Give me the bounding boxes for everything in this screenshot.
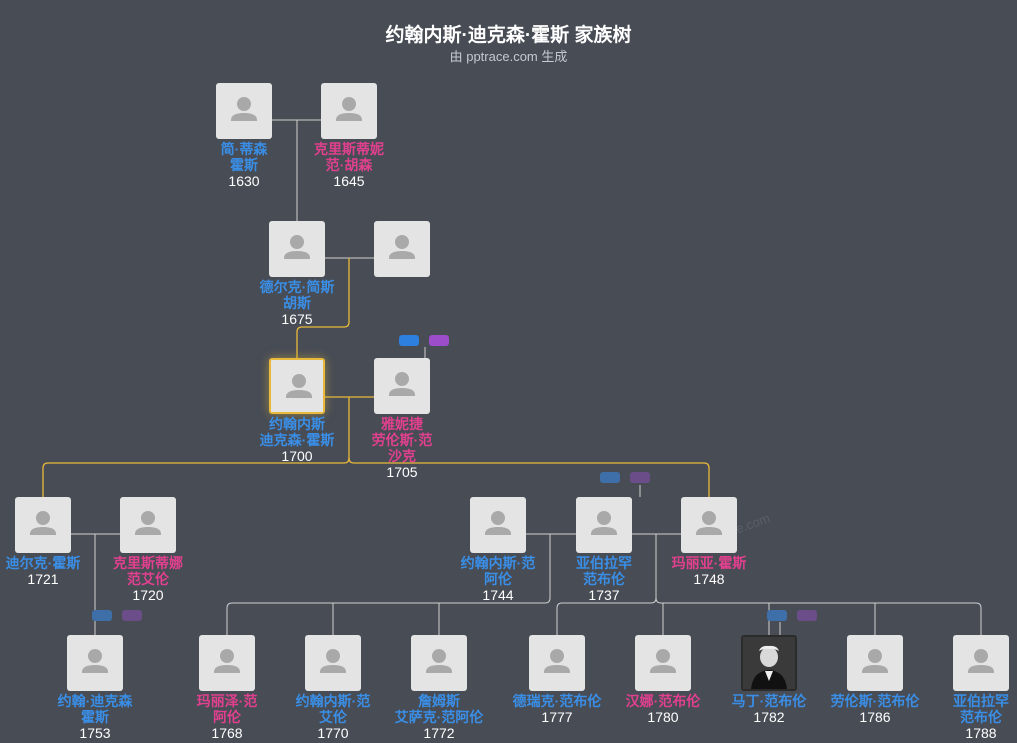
page-subtitle: 由 pptrace.com 生成 bbox=[449, 49, 568, 64]
person-silhouette-icon bbox=[374, 221, 430, 277]
birth-year: 1630 bbox=[228, 173, 260, 189]
birth-year: 1645 bbox=[333, 173, 365, 189]
person-silhouette-icon bbox=[15, 497, 71, 553]
birth-year: 1753 bbox=[79, 725, 111, 741]
expand-toggle-icon[interactable] bbox=[767, 610, 787, 621]
person-silhouette-icon bbox=[635, 635, 691, 691]
birth-year: 1780 bbox=[647, 709, 679, 725]
portrait-photo bbox=[741, 635, 797, 691]
expand-toggle-icon[interactable] bbox=[630, 472, 650, 483]
birth-year: 1705 bbox=[386, 464, 418, 480]
person-silhouette-icon bbox=[67, 635, 123, 691]
person-silhouette-icon bbox=[216, 83, 272, 139]
expand-toggle-icon[interactable] bbox=[429, 335, 449, 346]
birth-year: 1782 bbox=[753, 709, 785, 725]
birth-year: 1788 bbox=[965, 725, 997, 741]
person-silhouette-icon bbox=[470, 497, 526, 553]
person-silhouette-icon bbox=[576, 497, 632, 553]
birth-year: 1777 bbox=[541, 709, 573, 725]
birth-year: 1748 bbox=[693, 571, 725, 587]
page-title: 约翰内斯·迪克森·霍斯 家族树 bbox=[385, 25, 632, 46]
birth-year: 1700 bbox=[281, 448, 313, 464]
birth-year: 1721 bbox=[27, 571, 59, 587]
expand-toggle-icon[interactable] bbox=[92, 610, 112, 621]
birth-year: 1770 bbox=[317, 725, 349, 741]
person-silhouette-icon bbox=[120, 497, 176, 553]
birth-year: 1786 bbox=[859, 709, 891, 725]
birth-year: 1772 bbox=[423, 725, 455, 741]
birth-year: 1675 bbox=[281, 311, 313, 327]
birth-year: 1744 bbox=[482, 587, 514, 603]
person-silhouette-icon bbox=[199, 635, 255, 691]
birth-year: 1720 bbox=[132, 587, 164, 603]
person-silhouette-icon bbox=[529, 635, 585, 691]
person-silhouette-icon bbox=[269, 358, 325, 414]
person-silhouette-icon bbox=[269, 221, 325, 277]
person-silhouette-icon bbox=[305, 635, 361, 691]
person-silhouette-icon bbox=[374, 358, 430, 414]
person-silhouette-icon bbox=[321, 83, 377, 139]
expand-toggle-icon[interactable] bbox=[600, 472, 620, 483]
birth-year: 1768 bbox=[211, 725, 243, 741]
expand-toggle-icon[interactable] bbox=[399, 335, 419, 346]
birth-year: 1737 bbox=[588, 587, 620, 603]
person-silhouette-icon bbox=[847, 635, 903, 691]
person-silhouette-icon bbox=[681, 497, 737, 553]
person-silhouette-icon bbox=[953, 635, 1009, 691]
expand-toggle-icon[interactable] bbox=[797, 610, 817, 621]
person-silhouette-icon bbox=[411, 635, 467, 691]
expand-toggle-icon[interactable] bbox=[122, 610, 142, 621]
